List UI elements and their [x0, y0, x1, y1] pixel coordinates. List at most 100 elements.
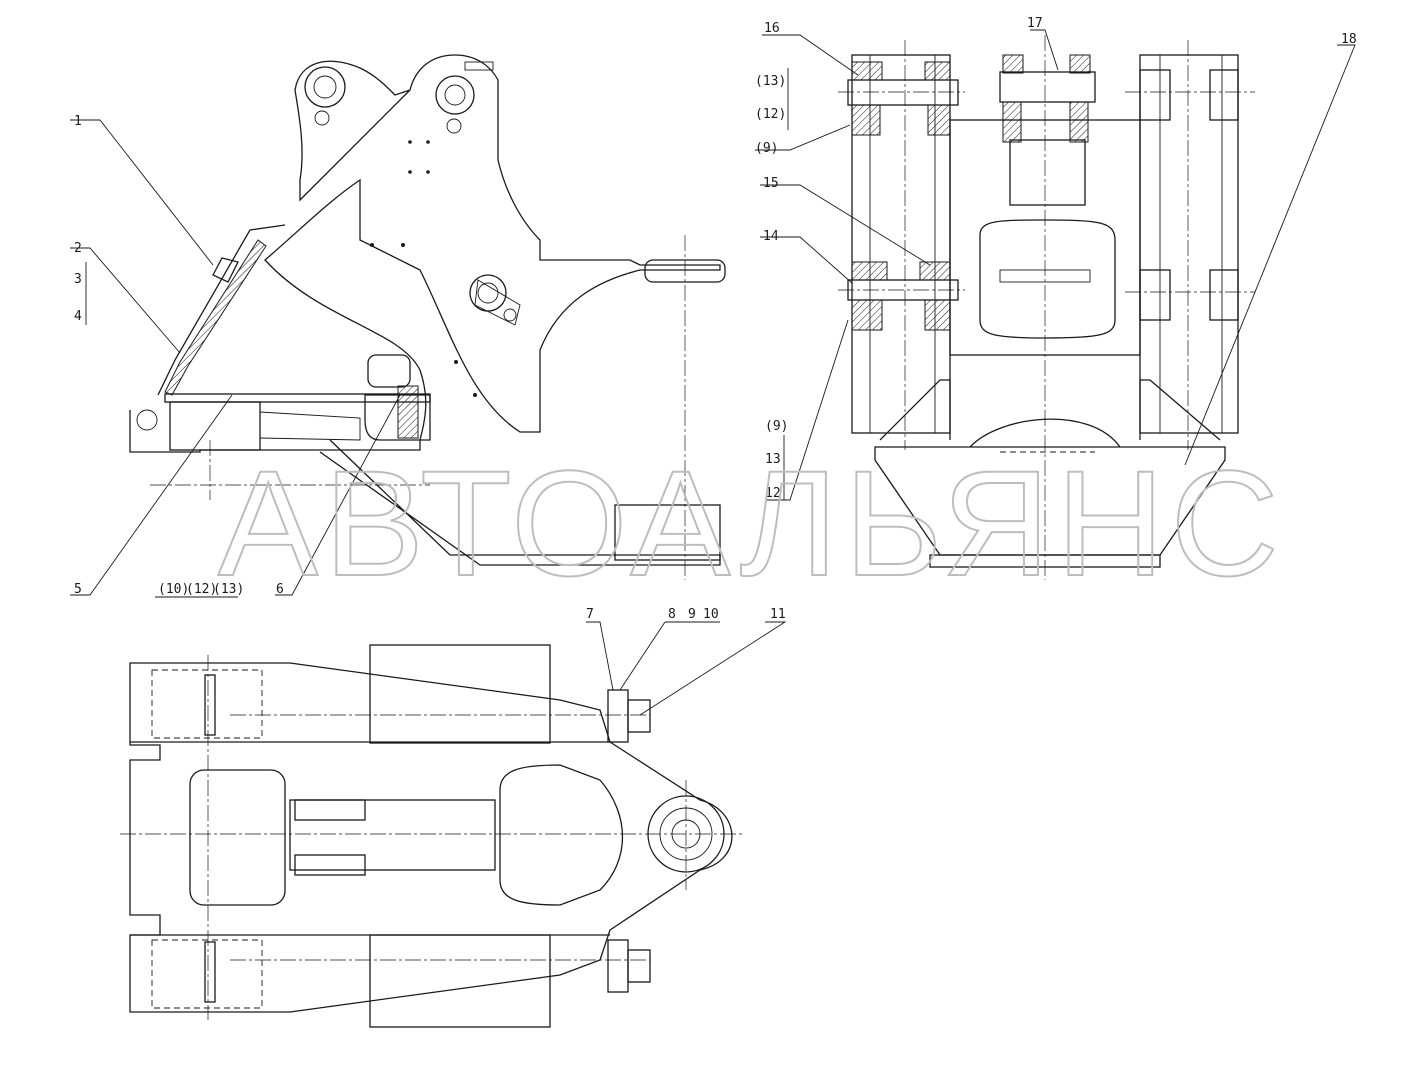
- right-bushing: [1139, 269, 1171, 321]
- bushing-section: [927, 104, 951, 136]
- group-tr-12: (12): [755, 107, 786, 122]
- leader-11: [639, 621, 787, 716]
- center-link: [1009, 139, 1086, 206]
- plan-cylinder-bottom-rod: [627, 949, 651, 983]
- front-view: [838, 35, 1255, 580]
- callout-17: 17: [1027, 16, 1043, 31]
- plan-view: [120, 644, 745, 1028]
- callout-14: 14: [763, 229, 779, 244]
- hitch-eye: [367, 354, 411, 388]
- bushing-section: [1002, 54, 1024, 74]
- plan-link-eye: [294, 854, 366, 876]
- marker-dot: [426, 170, 430, 174]
- right-bushing: [1139, 69, 1171, 121]
- callout-leaders: [70, 29, 1356, 716]
- pivot-lock-plate: [474, 279, 521, 326]
- plan-cylinder-top-rod: [627, 699, 651, 733]
- leader-15: [760, 184, 931, 266]
- cover-weld-section: [164, 239, 267, 396]
- leader-8: [619, 621, 666, 691]
- grease-fitting-left: [314, 110, 330, 126]
- marker-dot: [473, 393, 477, 397]
- bushing-section: [851, 299, 883, 331]
- side-view: [129, 54, 726, 580]
- leader-18: [1184, 44, 1356, 466]
- callout-4: 4: [74, 309, 82, 324]
- bushing-section: [851, 61, 883, 81]
- lock-bolt: [503, 308, 517, 322]
- callout-18: 18: [1341, 32, 1357, 47]
- right-gusset: [1139, 379, 1221, 441]
- bushing-section: [919, 261, 951, 281]
- leader-9: [755, 124, 851, 151]
- bushing-section: [924, 299, 951, 331]
- upper-pivot-boss-right: [435, 75, 475, 115]
- callout-1: 1: [74, 114, 82, 129]
- watermark: АВТОАЛЬЯНС: [218, 439, 1285, 607]
- plan-link: [289, 799, 496, 871]
- marker-dot: [370, 243, 374, 247]
- upper-pin: [847, 79, 959, 106]
- leader-17: [1030, 29, 1059, 71]
- center-top-pin: [999, 71, 1096, 103]
- rear-pin-boss: [644, 259, 726, 283]
- callout-15: 15: [763, 176, 779, 191]
- plan-cylinder-bottom: [607, 939, 629, 993]
- lower-link-end: [614, 504, 721, 561]
- plan-link-eye: [294, 799, 366, 821]
- nameplate: [464, 61, 494, 71]
- bushing-section: [851, 104, 881, 136]
- bushing-section: [1002, 101, 1022, 143]
- marker-dot: [408, 140, 412, 144]
- lower-pad: [169, 401, 261, 451]
- upper-pivot-boss-left: [304, 66, 346, 108]
- right-bushing: [1209, 69, 1239, 121]
- plan-upper-bracket: [369, 644, 551, 744]
- bushing-section: [1069, 54, 1091, 74]
- callout-2: 2: [74, 241, 82, 256]
- middle-pivot-pin: [477, 282, 499, 304]
- callout-7: 7: [586, 607, 594, 622]
- upper-pivot-pin-left: [313, 75, 337, 99]
- plan-pad-bar: [204, 674, 216, 736]
- leader-16: [762, 34, 859, 76]
- callout-labels: 1 2 3 4 5 6 (10) (12) (13) 16 17 18 (13)…: [74, 16, 1357, 622]
- center-window: [979, 219, 1116, 339]
- marker-dot: [401, 243, 405, 247]
- cover-handle: [212, 257, 239, 283]
- bushing-section: [924, 61, 951, 81]
- front-hole: [136, 409, 158, 431]
- plan-outline: [129, 662, 733, 1013]
- marker-dot: [408, 170, 412, 174]
- leader-6: [275, 394, 401, 596]
- group-left-10: (10): [158, 582, 189, 597]
- leader-5: [70, 394, 233, 596]
- right-column: [1139, 54, 1239, 434]
- callout-5: 5: [74, 582, 82, 597]
- stiffener: [259, 411, 361, 441]
- plan-pad-bar: [204, 941, 216, 1003]
- plan-window: [189, 769, 286, 906]
- bushing-section: [851, 261, 888, 281]
- hitch-pin-section: [397, 385, 419, 439]
- marker-dot: [426, 140, 430, 144]
- group-left-13: (13): [213, 582, 244, 597]
- right-bushing: [1209, 269, 1239, 321]
- plan-pad-bottom: [151, 939, 263, 1009]
- group-tr-13: (13): [755, 74, 786, 89]
- plan-cylinder-top: [607, 689, 629, 743]
- upper-pivot-pin-right: [444, 84, 466, 106]
- group-mid-9: (9): [765, 419, 788, 434]
- top-cover: [157, 224, 286, 396]
- group-tr-9: (9): [755, 141, 778, 156]
- callout-11: 11: [770, 607, 786, 622]
- left-gusset: [879, 379, 951, 441]
- plan-hitch-window: [499, 764, 624, 906]
- marker-dot: [454, 360, 458, 364]
- callout-10: 10: [703, 607, 719, 622]
- frame-plate-outline: [129, 54, 721, 453]
- leader-1: [70, 119, 214, 266]
- group-left-12: (12): [186, 582, 217, 597]
- group-mid-13: 13: [765, 452, 781, 467]
